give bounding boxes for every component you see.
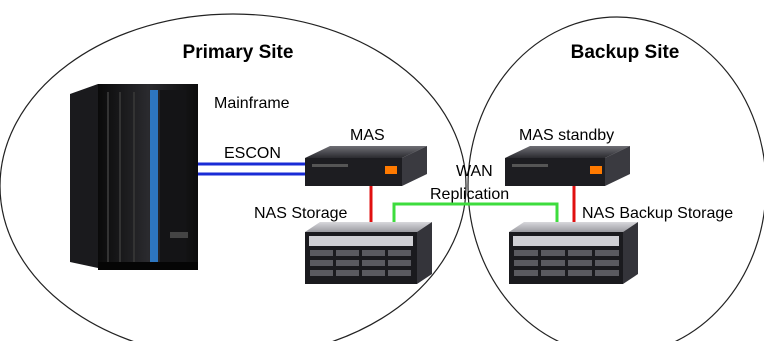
nas-backup-storage-label: NAS Backup Storage: [582, 205, 733, 222]
mas-standby-server-icon: [505, 146, 630, 186]
nas-storage-label: NAS Storage: [254, 205, 347, 222]
escon-label: ESCON: [224, 145, 281, 162]
mas-standby-label: MAS standby: [519, 127, 614, 144]
mainframe-label: Mainframe: [214, 95, 290, 112]
mainframe-icon: [70, 84, 198, 270]
backup-site-boundary: [467, 16, 764, 341]
mas-label: MAS: [350, 127, 385, 144]
primary-site-boundary: [0, 13, 467, 341]
wan-replication-link: [392, 202, 559, 222]
nas-backup-storage-icon: [509, 222, 638, 284]
mas-server-icon: [305, 146, 427, 186]
backup-site-title: Backup Site: [571, 42, 680, 63]
wan-label: WAN: [456, 163, 493, 180]
nas-storage-icon: [305, 222, 432, 284]
replication-label: Replication: [430, 186, 509, 203]
primary-site-title: Primary Site: [183, 42, 294, 63]
